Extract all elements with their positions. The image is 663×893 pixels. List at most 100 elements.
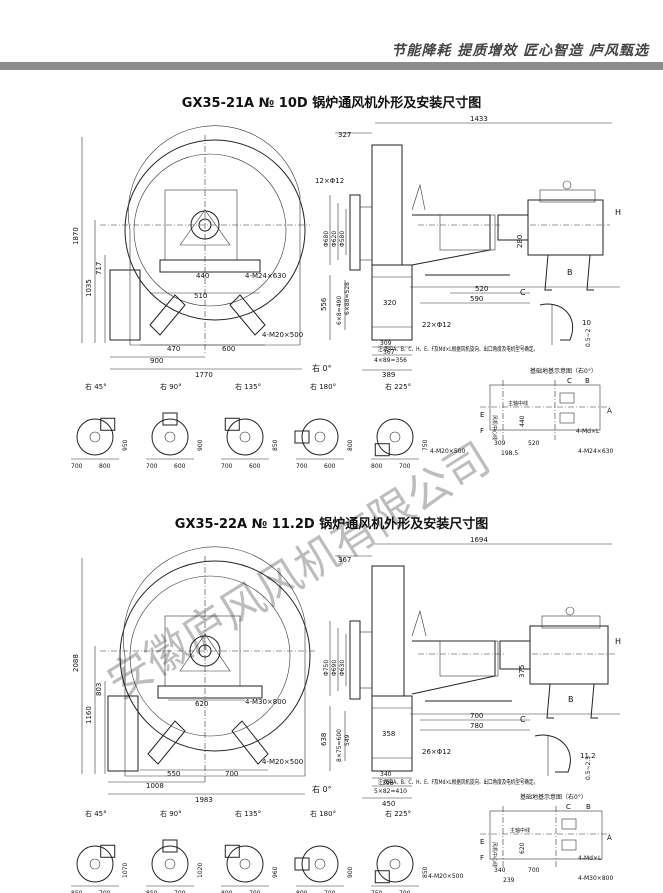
foundation-label-e: E bbox=[480, 838, 484, 846]
orientation-view-label: 右 225° bbox=[385, 809, 411, 818]
dim-right-support: 600 bbox=[222, 345, 235, 353]
dim-grout: 0.5~2 bbox=[585, 328, 592, 347]
dim-shaft-a: 520 bbox=[475, 285, 488, 293]
orientation-label: 右 0° bbox=[312, 784, 332, 794]
orientation-view-label: 右 135° bbox=[235, 809, 261, 818]
orientation-view-label: 右 90° bbox=[160, 382, 182, 391]
orientation-view: 右 90°8507001020 bbox=[146, 809, 204, 893]
dim-right: 700 bbox=[324, 890, 336, 893]
dim-outlet-width: 320 bbox=[383, 299, 396, 307]
orientation-views: 右 45°8507001070右 90°8507001020右 135°8007… bbox=[71, 809, 429, 893]
outlet-outline bbox=[224, 844, 240, 858]
dim-outlet-holes-v2: 549 bbox=[344, 734, 351, 746]
dim-left: 750 bbox=[371, 890, 383, 893]
dim-phi-outer: Φ680 bbox=[323, 231, 330, 247]
bolt-spec-top: 4-M24×630 bbox=[245, 272, 286, 280]
hub-outline bbox=[389, 431, 401, 443]
dim-right: 700 bbox=[399, 890, 411, 893]
section-1-title: GX35-21A № 10D 锅炉通风机外形及安装尺寸图 bbox=[181, 96, 482, 111]
housing-outline bbox=[151, 845, 189, 883]
dim-outlet-c: 389 bbox=[382, 371, 395, 379]
dim-outlet-b: 367 bbox=[383, 349, 395, 356]
side-view bbox=[329, 543, 620, 799]
dim-height: 1020 bbox=[197, 863, 204, 878]
foundation-fan-center: 风机中心线 bbox=[491, 415, 498, 440]
outlet-outline bbox=[294, 857, 310, 871]
hub-outline bbox=[389, 858, 401, 870]
orientation-view-label: 右 135° bbox=[235, 382, 261, 391]
foundation-label-e: E bbox=[480, 411, 484, 419]
label-h: H bbox=[615, 208, 621, 217]
side-view bbox=[329, 122, 620, 371]
dim-height: 750 bbox=[422, 439, 429, 451]
dim-side-length: 1433 bbox=[470, 115, 488, 123]
dim-height: 850 bbox=[422, 866, 429, 878]
hub-outline bbox=[164, 431, 176, 443]
dim-total-width: 1770 bbox=[195, 371, 213, 379]
dim-height: 800 bbox=[347, 439, 354, 451]
foundation-axis: 主轴中线 bbox=[508, 400, 528, 407]
dim-outlet-a: 309 bbox=[380, 340, 392, 347]
orientation-view-label: 右 180° bbox=[310, 382, 336, 391]
dim-left-support: 550 bbox=[167, 770, 180, 778]
hub-outline bbox=[89, 431, 101, 443]
dim-bolt-span: 510 bbox=[194, 292, 207, 300]
header-bar bbox=[0, 62, 663, 70]
orientation-view: 右 225° 750 700 850 bbox=[371, 809, 429, 893]
dim-left: 800 bbox=[371, 463, 383, 470]
section-2-title: GX35-22A № 11.2D 锅炉通风机外形及安装尺寸图 bbox=[174, 517, 489, 532]
orientation-view-label: 右 90° bbox=[160, 809, 182, 818]
hub-outline bbox=[89, 858, 101, 870]
bolt-spec-top: 4-M30×800 bbox=[245, 698, 286, 706]
foundation-label-c: C bbox=[566, 803, 571, 811]
housing-outline bbox=[301, 418, 339, 456]
dim-shaft-a: 700 bbox=[470, 712, 483, 720]
dim-phi-outer: Φ750 bbox=[323, 660, 330, 676]
bolt-spec-bottom: 4-M20×500 bbox=[262, 331, 303, 339]
header-slogan: 节能降耗 提质增效 匠心智造 庐风甄选 bbox=[391, 43, 649, 59]
front-view bbox=[81, 546, 315, 795]
dim-height-center: 1160 bbox=[85, 706, 93, 724]
dim-height-total: 1870 bbox=[72, 227, 80, 245]
dim-shaft-b: 780 bbox=[470, 722, 483, 730]
dim-right: 700 bbox=[249, 890, 261, 893]
dim-motor-height: 375 bbox=[518, 665, 526, 678]
dim-phi-inner: Φ630 bbox=[339, 660, 346, 676]
foundation-d309: 340 bbox=[494, 867, 506, 874]
housing-outline bbox=[226, 418, 264, 456]
dim-outlet-height: 556 bbox=[320, 297, 328, 311]
dim-outlet-height: 638 bbox=[320, 733, 328, 746]
dim-shaft-b: 590 bbox=[470, 295, 483, 303]
outlet-outline bbox=[162, 412, 178, 426]
dim-height: 960 bbox=[272, 866, 279, 878]
label-c: C bbox=[520, 715, 526, 724]
foundation-plan bbox=[480, 806, 612, 868]
label-c: C bbox=[520, 288, 526, 297]
hub-outline bbox=[314, 858, 326, 870]
dim-outlet-width: 358 bbox=[382, 730, 395, 738]
housing-outline bbox=[226, 845, 264, 883]
orientation-view: 右 180°800700900 bbox=[294, 809, 354, 893]
dim-right-support: 700 bbox=[225, 770, 238, 778]
dim-left: 800 bbox=[296, 890, 308, 893]
dim-motor-height: 280 bbox=[516, 235, 524, 248]
foundation-plan bbox=[480, 380, 610, 440]
foundation-label-f: F bbox=[480, 854, 484, 862]
outlet-holes-spec: 22×Φ12 bbox=[422, 321, 451, 329]
dim-outlet-c: 450 bbox=[382, 800, 395, 808]
foundation-bolt-m20: 4-M20×500 bbox=[430, 448, 465, 455]
housing-outline bbox=[376, 845, 414, 883]
foundation-d520: 520 bbox=[528, 440, 540, 447]
dim-phi-inner: Φ580 bbox=[339, 231, 346, 247]
dim-outlet-b: 398 bbox=[382, 780, 394, 787]
flange-holes-spec: 12×Φ12 bbox=[315, 177, 344, 185]
outlet-outline bbox=[294, 430, 310, 444]
foundation-d1985: 239 bbox=[503, 877, 515, 884]
dim-base-width: 620 bbox=[195, 700, 208, 708]
dim-center-to-outlet: 900 bbox=[150, 357, 163, 365]
dim-base-width: 440 bbox=[196, 272, 209, 280]
